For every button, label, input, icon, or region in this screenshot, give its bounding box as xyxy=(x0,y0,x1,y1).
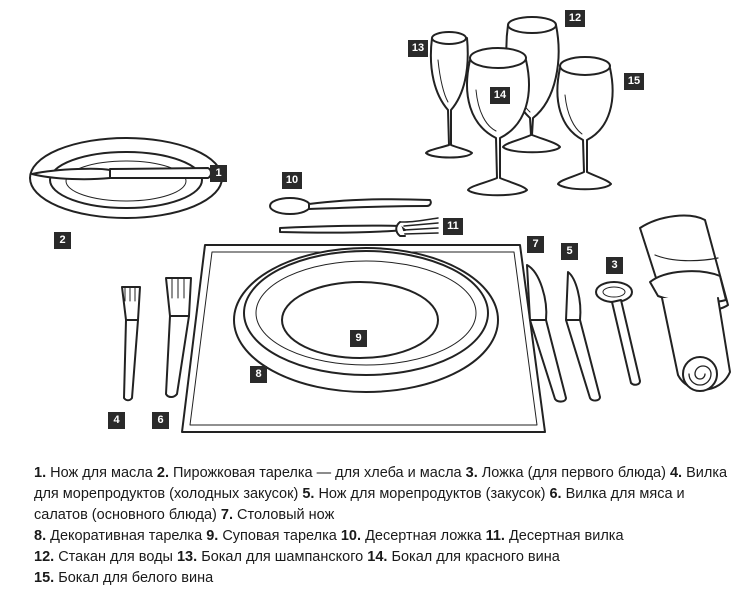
legend-item-2: 2. Пирожковая тарелка — для хлеба и масл… xyxy=(156,465,462,481)
legend-item-14: 14. Бокал для красного вина xyxy=(367,549,560,565)
legend: 1. Нож для масла 2. Пирожковая тарелка —… xyxy=(34,463,734,589)
white-wine-glass xyxy=(556,56,614,191)
label-badge-10: 10 xyxy=(282,172,302,189)
soup-spoon xyxy=(595,281,641,386)
seafood-knife xyxy=(565,271,601,402)
legend-item-9: 9. Суповая тарелка xyxy=(206,528,337,544)
label-badge-12: 12 xyxy=(565,10,585,27)
legend-item-6: 6. Вилка для мяса и салатов (основного б… xyxy=(34,486,685,523)
legend-item-11: 11. Десертная вилка xyxy=(485,528,624,544)
legend-item-1: 1. Нож для масла xyxy=(34,465,153,481)
label-badge-7: 7 xyxy=(527,236,544,253)
legend-item-8: 8. Декоративная тарелка xyxy=(34,528,203,544)
legend-item-3: 3. Ложка (для первого блюда) xyxy=(465,465,666,481)
legend-item-13: 13. Бокал для шампанского xyxy=(176,549,364,565)
label-badge-13: 13 xyxy=(408,40,428,57)
label-badge-15: 15 xyxy=(624,73,644,90)
label-badge-3: 3 xyxy=(606,257,623,274)
label-badge-14: 14 xyxy=(490,87,510,104)
label-badge-2: 2 xyxy=(54,232,71,249)
label-badge-4: 4 xyxy=(108,412,125,429)
label-badge-9: 9 xyxy=(350,330,367,347)
legend-item-10: 10. Десертная ложка xyxy=(340,528,482,544)
label-badge-8: 8 xyxy=(250,366,267,383)
label-badge-11: 11 xyxy=(443,218,463,235)
legend-item-4: 4. Вилка для морепродуктов (холодных зак… xyxy=(34,465,728,502)
table-setting-illustration xyxy=(29,16,731,433)
rolled-napkin xyxy=(639,214,731,392)
seafood-fork xyxy=(121,286,141,402)
soup-plate xyxy=(233,247,499,393)
label-badge-6: 6 xyxy=(152,412,169,429)
legend-item-12: 12. Стакан для воды xyxy=(34,549,173,565)
butter-knife xyxy=(31,167,212,181)
legend-item-5: 5. Нож для морепродуктов (закусок) xyxy=(302,486,546,502)
dessert-fork xyxy=(279,217,439,237)
legend-item-15: 15. Бокал для белого вина xyxy=(34,570,214,586)
red-wine-glass xyxy=(466,47,530,197)
dinner-knife xyxy=(526,264,567,403)
label-badge-1: 1 xyxy=(210,165,227,182)
main-course-fork xyxy=(165,277,192,398)
label-badge-5: 5 xyxy=(561,243,578,260)
dessert-spoon xyxy=(269,197,432,215)
champagne-glass xyxy=(425,31,473,159)
legend-item-7: 7. Столовый нож xyxy=(220,507,335,523)
